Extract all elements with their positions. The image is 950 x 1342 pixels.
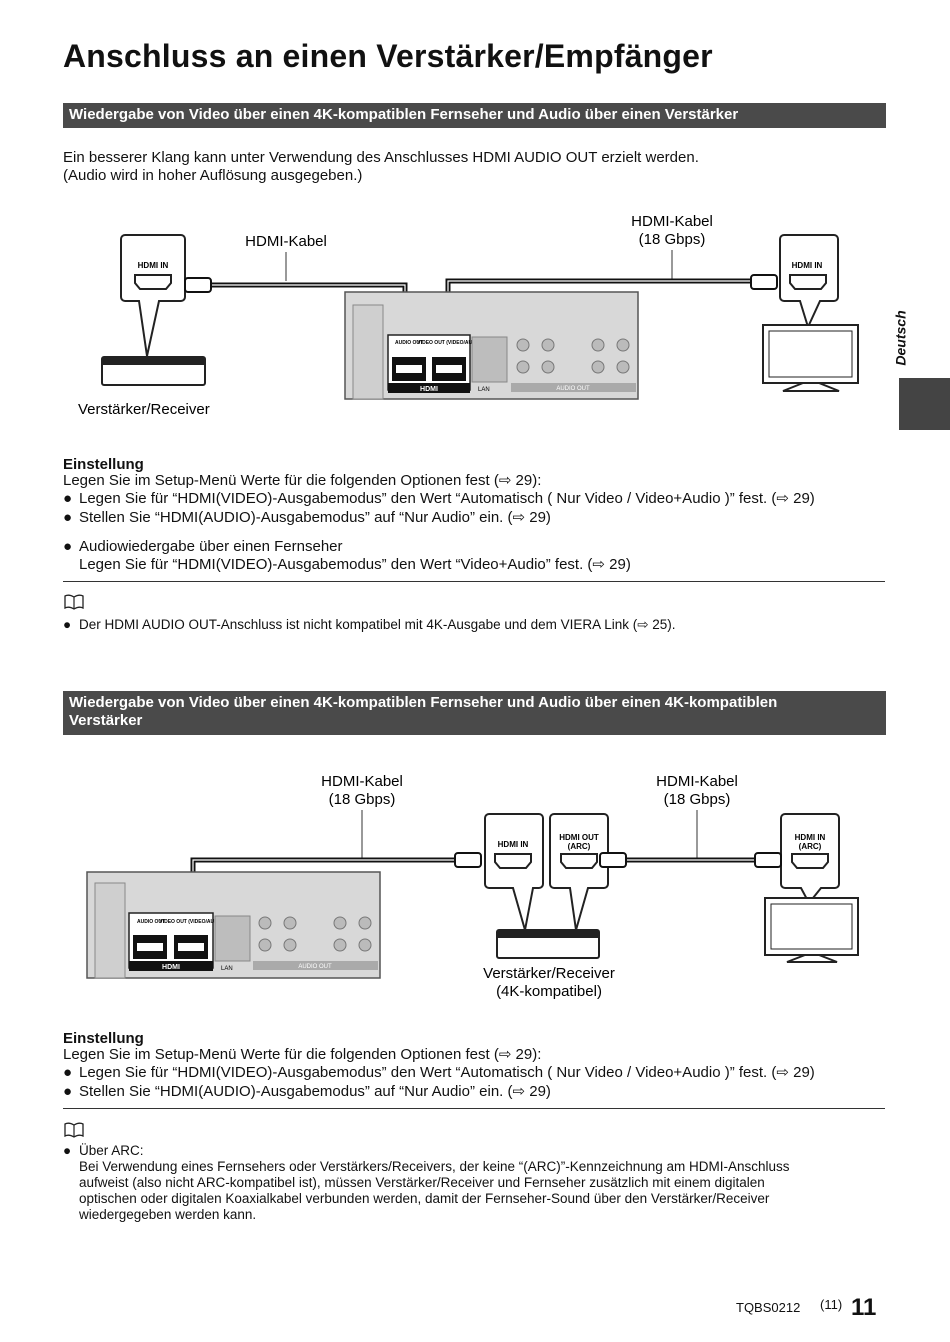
note-text: aufweist (also nicht ARC-kompatibel ist)… bbox=[79, 1175, 765, 1190]
note-text: Der HDMI AUDIO OUT-Anschluss ist nicht k… bbox=[79, 617, 676, 632]
panel-label: AUDIO OUT bbox=[395, 340, 423, 346]
panel-label: AUDIO OUT bbox=[556, 386, 590, 392]
hdmi-port-icon bbox=[789, 274, 827, 290]
panel-label: VIDEO OUT (VIDEO/AUDIO) bbox=[159, 919, 225, 925]
intro-text: (Audio wird in hoher Auflösung ausgegebe… bbox=[63, 167, 363, 184]
hdmi-plug bbox=[599, 852, 627, 868]
port-label: HDMI OUT bbox=[559, 833, 599, 842]
list-item-text: Stellen Sie “HDMI(AUDIO)-Ausgabemodus” a… bbox=[79, 1083, 551, 1100]
device-label: Verstärker/Receiver bbox=[483, 965, 615, 982]
note-item: ● Über ARC: Bei Verwendung eines Fernseh… bbox=[63, 1143, 893, 1223]
list-item-text: Audiowiedergabe über einen Fernseher bbox=[79, 538, 343, 555]
hdmi-out-callout bbox=[549, 813, 609, 931]
cable-label: HDMI-Kabel bbox=[656, 773, 738, 790]
panel-label: AUDIO OUT bbox=[298, 964, 332, 970]
divider bbox=[63, 581, 885, 582]
panel-label: HDMI bbox=[420, 386, 438, 393]
list-item-text: Legen Sie für “HDMI(VIDEO)-Ausgabemodus”… bbox=[79, 556, 631, 573]
list-item-continued: Legen Sie für “HDMI(VIDEO)-Ausgabemodus”… bbox=[63, 556, 893, 574]
hdmi-plug bbox=[184, 277, 212, 293]
device-label: (4K-kompatibel) bbox=[496, 983, 602, 1000]
panel-label: HDMI bbox=[162, 964, 180, 971]
hdmi-port-icon bbox=[791, 853, 829, 869]
device-label: Verstärker/Receiver bbox=[78, 401, 210, 418]
hdmi-in-callout bbox=[484, 813, 544, 931]
setting-intro: Legen Sie im Setup-Menü Werte für die fo… bbox=[63, 472, 542, 489]
page-number: 11 bbox=[851, 1294, 877, 1321]
hdmi-plug bbox=[454, 852, 482, 868]
section-heading: Wiedergabe von Video über einen 4K-kompa… bbox=[63, 691, 886, 735]
list-item-text: Stellen Sie “HDMI(AUDIO)-Ausgabemodus” a… bbox=[79, 509, 551, 526]
port-label: HDMI IN bbox=[795, 833, 826, 842]
cable-label: (18 Gbps) bbox=[664, 791, 731, 808]
cable-label: (18 Gbps) bbox=[639, 231, 706, 248]
note-text: optischen oder digitalen Koaxialkabel ve… bbox=[79, 1191, 770, 1206]
hdmi-port-icon bbox=[494, 853, 532, 869]
section-heading-line: Verstärker bbox=[69, 712, 143, 729]
port-label: HDMI IN bbox=[138, 261, 169, 270]
setting-title: Einstellung bbox=[63, 456, 144, 473]
panel-label: VIDEO OUT (VIDEO/AUDIO) bbox=[417, 340, 483, 346]
note-item: ●Der HDMI AUDIO OUT-Anschluss ist nicht … bbox=[63, 617, 893, 633]
section-heading-line: Wiedergabe von Video über einen 4K-kompa… bbox=[69, 694, 778, 711]
panel-label: LAN bbox=[478, 387, 490, 393]
cable-label: HDMI-Kabel bbox=[321, 773, 403, 790]
hdmi-plug bbox=[754, 852, 782, 868]
note-text: Bei Verwendung eines Fernsehers oder Ver… bbox=[79, 1159, 790, 1174]
cable-label: HDMI-Kabel bbox=[631, 213, 713, 230]
list-item: ●Legen Sie für “HDMI(VIDEO)-Ausgabemodus… bbox=[63, 1064, 893, 1082]
list-item: ●Legen Sie für “HDMI(VIDEO)-Ausgabemodus… bbox=[63, 490, 893, 508]
section-heading: Wiedergabe von Video über einen 4K-kompa… bbox=[63, 103, 886, 128]
language-tab-marker bbox=[899, 378, 950, 430]
port-label: HDMI IN bbox=[498, 840, 529, 849]
cable-label: HDMI-Kabel bbox=[245, 233, 327, 250]
port-label: (ARC) bbox=[568, 842, 591, 851]
list-item: ●Stellen Sie “HDMI(AUDIO)-Ausgabemodus” … bbox=[63, 1083, 893, 1101]
language-tab: Deutsch bbox=[888, 310, 918, 372]
note-title: Über ARC: bbox=[79, 1143, 144, 1158]
list-item-text: Legen Sie für “HDMI(VIDEO)-Ausgabemodus”… bbox=[79, 490, 815, 507]
setting-title: Einstellung bbox=[63, 1030, 144, 1047]
panel-label: AUDIO OUT bbox=[137, 919, 165, 925]
hdmi-port-icon bbox=[134, 274, 172, 290]
list-item: ●Audiowiedergabe über einen Fernseher bbox=[63, 538, 893, 556]
book-icon bbox=[64, 1122, 84, 1138]
hdmi-plug bbox=[750, 274, 778, 290]
port-label: HDMI IN bbox=[792, 261, 823, 270]
list-item: ●Stellen Sie “HDMI(AUDIO)-Ausgabemodus” … bbox=[63, 509, 893, 527]
sub-page-number: (11) bbox=[820, 1297, 843, 1312]
panel-label: LAN bbox=[221, 966, 233, 972]
divider bbox=[63, 1108, 885, 1109]
connection-diagram: HDMI-Kabel (18 Gbps) HDMI-Kabel (18 Gbps… bbox=[86, 773, 859, 1000]
hdmi-port-icon bbox=[560, 853, 598, 869]
port-label: (ARC) bbox=[799, 842, 822, 851]
page-title: Anschluss an einen Verstärker/Empfänger bbox=[63, 38, 713, 74]
document-code: TQBS0212 bbox=[736, 1300, 801, 1315]
language-tab-label: Deutsch bbox=[892, 310, 909, 366]
note-text: wiedergegeben werden kann. bbox=[79, 1207, 257, 1222]
intro-text: Ein besserer Klang kann unter Verwendung… bbox=[63, 149, 699, 166]
setting-intro: Legen Sie im Setup-Menü Werte für die fo… bbox=[63, 1046, 542, 1063]
list-item-text: Legen Sie für “HDMI(VIDEO)-Ausgabemodus”… bbox=[79, 1064, 815, 1081]
hdmi-in-callout bbox=[120, 234, 186, 357]
book-icon bbox=[64, 594, 84, 610]
connection-diagram: HDMI-Kabel HDMI-Kabel (18 Gbps) HDMI IN … bbox=[78, 213, 859, 418]
cable-label: (18 Gbps) bbox=[329, 791, 396, 808]
